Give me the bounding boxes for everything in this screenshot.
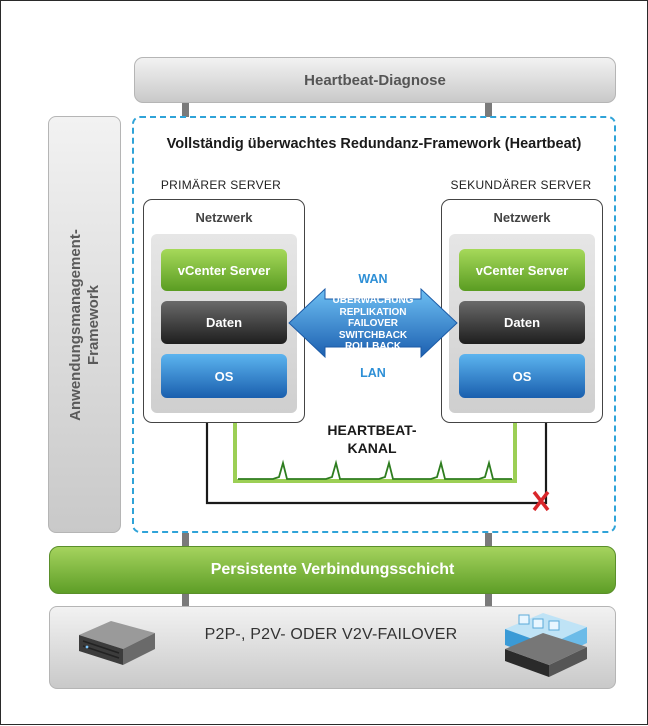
secondary-vcenter-label: vCenter Server: [475, 262, 569, 278]
connector: [182, 594, 189, 607]
persistent-connection-layer: Persistente Verbindungsschicht: [49, 546, 616, 594]
secondary-os-block: OS: [459, 354, 585, 398]
heartbeat-diagnose-bar: Heartbeat-Diagnose: [134, 57, 616, 103]
primary-os-block: OS: [161, 354, 287, 398]
connector: [182, 533, 189, 547]
redundancy-framework-box: [132, 116, 616, 533]
secondary-os-label: OS: [512, 368, 532, 384]
heartbeat-channel-line: [233, 421, 517, 483]
primary-vcenter-block: vCenter Server: [161, 249, 287, 291]
secondary-daten-block: Daten: [459, 301, 585, 344]
primary-daten-label: Daten: [205, 315, 243, 330]
secondary-server-label: SEKUNDÄRER SERVER: [450, 178, 592, 192]
primary-vcenter-label: vCenter Server: [177, 262, 271, 278]
heartbeat-channel-line2: KANAL: [347, 440, 397, 456]
heartbeat-pulse: [238, 459, 512, 480]
function-monitoring: ÜBERWACHUNG: [332, 295, 414, 306]
app-management-framework-bar: Anwendungsmanagement- Framework: [48, 116, 121, 533]
connector: [485, 533, 492, 547]
function-replication: REPLIKATION: [339, 306, 407, 318]
function-failover: FAILOVER: [347, 318, 398, 329]
connector: [485, 594, 492, 607]
primary-server-label: PRIMÄRER SERVER: [160, 178, 282, 192]
virtual-host-icon: [505, 613, 587, 677]
physical-server-icon: [79, 621, 155, 665]
function-switchback: SWITCHBACK: [338, 329, 408, 341]
persistent-layer-label: Persistente Verbindungsschicht: [210, 561, 455, 578]
secondary-network-label: Netzwerk: [493, 210, 551, 225]
function-rollback: ROLLBACK: [344, 341, 402, 352]
lan-cable: [205, 421, 548, 505]
connector: [485, 103, 492, 117]
link-functions: ÜBERWACHUNG REPLIKATION FAILOVER SWITCHB…: [313, 295, 433, 353]
failover-label: P2P-, P2V- ODER V2V-FAILOVER: [204, 626, 458, 643]
fail-x-icon: [532, 490, 550, 512]
secondary-vcenter-block: vCenter Server: [459, 249, 585, 291]
primary-network-label: Netzwerk: [195, 210, 253, 225]
double-arrow-shape: [288, 287, 458, 359]
secondary-daten-label: Daten: [503, 315, 541, 330]
lan-label: LAN: [360, 366, 386, 380]
heartbeat-diagnose-label: Heartbeat-Diagnose: [304, 71, 446, 89]
framework-title: Vollständig überwachtes Redundanz-Framew…: [166, 136, 582, 152]
connector: [182, 103, 189, 117]
primary-os-label: OS: [214, 368, 234, 384]
primary-daten-block: Daten: [161, 301, 287, 344]
heartbeat-channel-label: HEARTBEAT- KANAL: [307, 421, 437, 457]
heartbeat-channel-line1: HEARTBEAT-: [327, 422, 417, 438]
wan-label: WAN: [358, 272, 388, 286]
